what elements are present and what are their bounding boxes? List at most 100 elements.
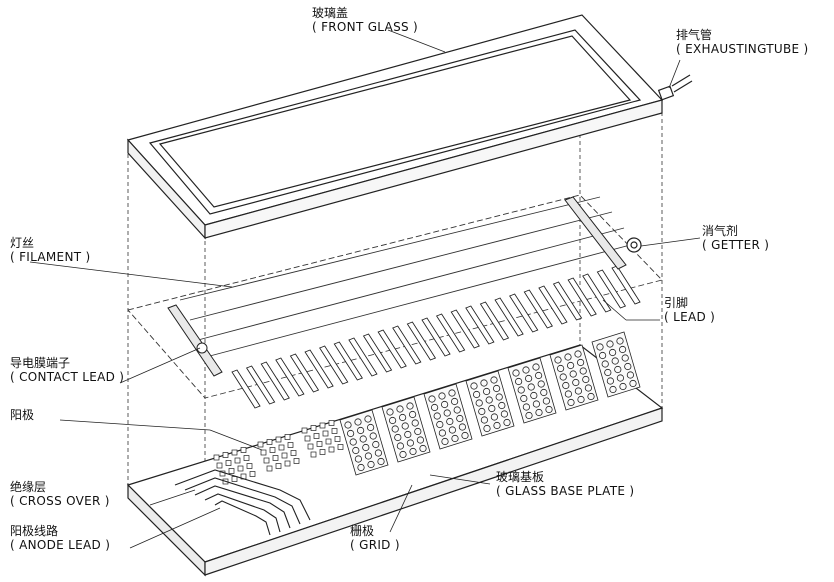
grid-cell — [574, 350, 582, 358]
anode-segments — [213, 420, 344, 485]
grid-cell — [359, 435, 367, 443]
grid-block — [465, 370, 515, 437]
lead-pin — [421, 317, 451, 357]
grid-cell — [451, 434, 459, 443]
grid-cell — [354, 418, 362, 426]
grid-cell — [604, 368, 612, 377]
grid-cell — [572, 378, 580, 387]
grid-cell — [556, 364, 565, 373]
grid-block — [591, 331, 641, 398]
grid-cell — [564, 353, 572, 361]
contact-lead-right — [564, 196, 627, 270]
anode-dot — [304, 435, 311, 442]
grid-cell — [357, 463, 365, 472]
grid-cell — [601, 360, 609, 368]
grid-cell — [396, 405, 404, 413]
anode-dot — [272, 455, 279, 461]
anode-dot — [337, 444, 344, 450]
grid-cell — [450, 397, 459, 406]
grid-cell — [404, 430, 412, 439]
grid-cell — [530, 391, 538, 400]
label-anode: 阳极 — [10, 408, 35, 422]
grid-cell — [503, 418, 511, 427]
lead-pin — [596, 269, 627, 309]
lead-pin — [245, 365, 276, 405]
anode-dot — [243, 455, 250, 461]
grid-cell — [401, 422, 409, 430]
grid-cell — [616, 374, 625, 382]
anode-dot — [322, 430, 329, 437]
grid-cell — [478, 407, 486, 416]
anode-dot — [313, 433, 320, 439]
anode-dot — [266, 439, 273, 445]
anode-dot — [287, 442, 294, 448]
grid-cell — [374, 449, 382, 457]
grid-cell — [443, 409, 451, 417]
grid-cell — [490, 413, 498, 421]
grid-cell — [391, 425, 399, 433]
grid-cell — [461, 431, 469, 440]
anode-dot — [328, 420, 335, 426]
anode-dot — [325, 438, 332, 445]
lead-pin — [319, 345, 349, 385]
grid-cell — [577, 395, 585, 404]
grid-cell — [524, 374, 533, 383]
grid-cell — [596, 343, 604, 351]
grid-cell — [356, 426, 365, 435]
anode-dot — [307, 443, 314, 450]
label-filament: 灯丝 ( FILAMENT ) — [10, 236, 91, 264]
grid-cell — [388, 416, 397, 425]
lead-pin — [406, 321, 437, 361]
label-lead: 引脚 ( LEAD ) — [664, 296, 716, 324]
grid-cell — [619, 382, 627, 391]
grid-cell — [367, 460, 375, 469]
anode-dot — [263, 457, 270, 464]
grid-cell — [522, 403, 531, 411]
label-cross-over: 绝缘层 ( CROSS OVER ) — [10, 480, 110, 508]
grid-cell — [406, 402, 414, 410]
grid-cell — [433, 412, 441, 420]
anode-dot — [310, 451, 317, 458]
grid-cell — [616, 337, 624, 345]
grid-cell — [574, 387, 583, 395]
grid-cell — [542, 397, 551, 405]
grid-cell — [554, 356, 562, 364]
grid-cell — [527, 383, 535, 391]
grid-cell — [408, 410, 417, 419]
label-glass-base-plate: 玻璃基板 ( GLASS BASE PLATE ) — [496, 470, 635, 498]
grid-cell — [446, 417, 454, 426]
grid-cell — [498, 401, 506, 410]
grid-cell — [606, 340, 614, 348]
anode-dot — [231, 476, 238, 482]
anode-dot — [284, 434, 291, 440]
anode-dot — [334, 436, 341, 442]
grid-cell — [618, 345, 627, 354]
lead-pin — [377, 329, 407, 369]
grid-cell — [483, 424, 491, 433]
lead-pin — [275, 357, 305, 397]
grid-cell — [525, 411, 533, 420]
grid-cell — [564, 390, 573, 398]
grid-cell — [352, 446, 360, 455]
grid-cell — [598, 351, 607, 360]
grid-cell — [520, 394, 528, 403]
grid-cell — [584, 384, 593, 392]
grid-cell — [438, 429, 446, 437]
lead-pin — [362, 333, 393, 373]
grid-block — [339, 409, 389, 476]
grid-cell — [566, 361, 575, 370]
grid-meshes — [339, 331, 641, 476]
grid-cell — [629, 379, 637, 388]
grid-cell — [512, 369, 520, 377]
grid-cell — [535, 408, 543, 417]
grid-cell — [611, 357, 619, 365]
anode-dot — [328, 446, 335, 453]
label-grid: 栅极 ( GRID ) — [350, 524, 400, 552]
grid-cell — [624, 362, 632, 371]
anode-dot — [301, 427, 308, 434]
filament-frame — [127, 194, 663, 399]
grid-cell — [399, 450, 407, 459]
lead-pin — [509, 293, 539, 333]
lead-pin — [392, 325, 422, 365]
grid-cell — [354, 455, 362, 463]
